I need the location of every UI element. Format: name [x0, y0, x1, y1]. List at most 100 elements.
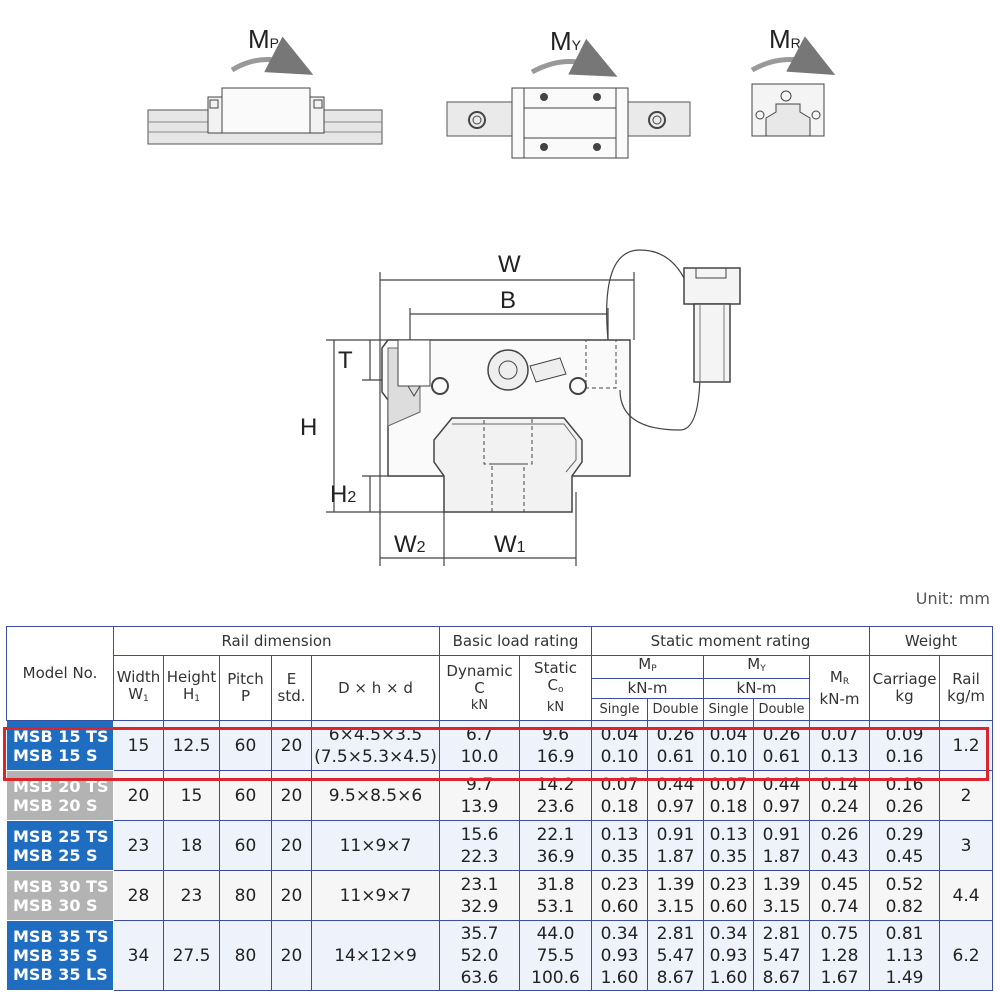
cell-pitch: 60 [219, 820, 272, 871]
cell-carriage-value: 0.45 [885, 846, 924, 867]
cell-dhd-value: 11×9×7 [339, 835, 412, 856]
cell-mr-value: 0.45 [820, 874, 859, 895]
header-static-moment: Static moment rating [590, 626, 871, 656]
cell-pitch: 60 [219, 720, 272, 771]
cell-mp-double-value: 5.47 [656, 945, 695, 966]
cell-mr-value: 0.74 [820, 896, 859, 917]
cell-static-value: 36.9 [536, 846, 575, 867]
cell-width: 15 [113, 720, 164, 771]
cell-rail: 6.2 [939, 920, 994, 991]
header-model: Model No. [6, 626, 114, 721]
roll-moment-diagram: MR [750, 24, 836, 137]
cell-dynamic-value: 22.3 [460, 846, 499, 867]
cell-mr-value: 0.75 [820, 923, 859, 944]
cell-static-value: 14.2 [536, 774, 575, 795]
cell-carriage-value: 0.26 [885, 796, 924, 817]
cell-dynamic-value: 63.6 [460, 967, 499, 988]
cell-static-value: 53.1 [536, 896, 575, 917]
cell-mp-double-value: 0.97 [656, 796, 695, 817]
unit-label: Unit: mm [915, 589, 990, 608]
header-static: Static Co kN [519, 655, 592, 721]
cell-height: 27.5 [163, 920, 220, 991]
cell-static-value: 22.1 [536, 824, 575, 845]
header-my-double: Double [753, 698, 810, 721]
cell-my-double-value: 3.15 [762, 896, 801, 917]
cell-my-double-value: 0.26 [762, 724, 801, 745]
cell-mr-value: 0.13 [820, 746, 859, 767]
cell-dhd: 11×9×7 [311, 870, 440, 921]
cell-mr-value: 0.07 [820, 724, 859, 745]
cell-my-double-value: 8.67 [762, 967, 801, 988]
cell-model-value: MSB 25 TS [13, 826, 109, 846]
my-arrow [530, 38, 618, 77]
cell-static-value: 31.8 [536, 874, 575, 895]
dim-W1: W1 [494, 531, 526, 558]
cell-dynamic-value: 9.7 [465, 774, 494, 795]
cell-dhd: 6×4.5×3.5(7.5×5.3×4.5) [311, 720, 440, 771]
moment-diagrams: MP MY MR [147, 24, 836, 159]
cell-my-single-value: 0.07 [709, 774, 748, 795]
cell-model-value: MSB 35 LS [13, 965, 108, 984]
cell-dynamic-value: 35.7 [460, 923, 499, 944]
header-height: Height H1 [163, 655, 220, 721]
cell-mr-value: 0.14 [820, 774, 859, 795]
cell-mp-single-value: 0.04 [600, 724, 639, 745]
cell-rail: 4.4 [939, 870, 994, 921]
cell-carriage-value: 1.49 [885, 967, 924, 988]
cell-rail: 2 [939, 770, 994, 821]
cell-mp-double-value: 0.26 [656, 724, 695, 745]
cell-my-double-value: 5.47 [762, 945, 801, 966]
cell-my-double-value: 0.44 [762, 774, 801, 795]
cell-mp-double-value: 3.15 [656, 896, 695, 917]
yaw-moment-diagram: MY [446, 26, 691, 159]
header-my-unit: kN-m [703, 678, 810, 699]
cell-mp-double-value: 0.44 [656, 774, 695, 795]
cell-model-value: MSB 35 S [13, 946, 98, 965]
cell-model-value: MSB 15 TS [13, 726, 109, 746]
cell-mr-value: 1.67 [820, 967, 859, 988]
header-mp-unit: kN-m [591, 678, 704, 699]
cell-height: 15 [163, 770, 220, 821]
cell-dhd: 11×9×7 [311, 820, 440, 871]
cell-my-double-value: 1.39 [762, 874, 801, 895]
cell-my-double-value: 0.97 [762, 796, 801, 817]
header-my: MY [703, 655, 810, 679]
cell-model-value: MSB 35 TS [13, 927, 109, 946]
cell-mp-single-value: 1.60 [600, 967, 639, 988]
mr-label: MR [769, 24, 801, 54]
my-label: MY [550, 26, 582, 56]
cell-mp-double-value: 2.81 [656, 923, 695, 944]
cell-rail: 1.2 [939, 720, 994, 771]
cell-e: 20 [271, 720, 312, 771]
cell-mr-value: 0.43 [820, 846, 859, 867]
cell-my-double-value: 0.91 [762, 824, 801, 845]
spec-table: Model No. Rail dimension Basic load rati… [6, 626, 994, 991]
cell-mp-single-value: 0.34 [600, 923, 639, 944]
cell-mp-single-value: 0.23 [600, 874, 639, 895]
